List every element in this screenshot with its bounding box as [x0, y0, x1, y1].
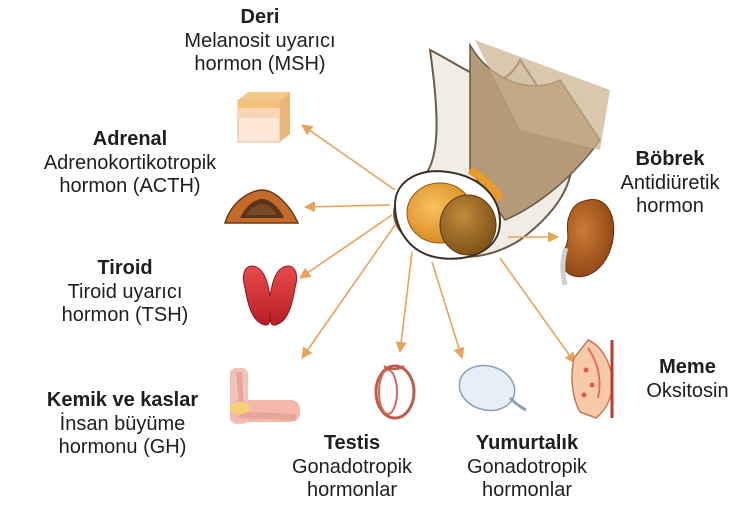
label-bone: Kemik ve kaslar İnsan büyüme hormonu (GH…	[10, 389, 235, 460]
thyroid-icon	[243, 266, 296, 325]
breast-icon	[572, 340, 612, 418]
hormone-bone-line-1: İnsan büyüme	[10, 413, 235, 437]
arrow-to-skin	[302, 125, 395, 190]
organ-name-thyroid: Tiroid	[10, 257, 240, 281]
hormone-bone-line-2: hormonu (GH)	[10, 436, 235, 460]
hormone-skin-line-2: hormon (MSH)	[140, 53, 380, 77]
hormone-testis-line-2: hormonlar	[262, 479, 442, 503]
arrow-to-thyroid	[300, 215, 392, 278]
organ-name-ovary: Yumurtalık	[437, 432, 617, 456]
hormone-adrenal-line-2: hormon (ACTH)	[0, 175, 260, 199]
organ-name-breast: Meme	[625, 356, 750, 380]
hormone-testis-line-1: Gonadotropik	[262, 456, 442, 480]
organ-name-skin: Deri	[140, 6, 380, 30]
label-skin: Deri Melanosit uyarıcı hormon (MSH)	[140, 6, 380, 77]
label-testis: Testis Gonadotropik hormonlar	[262, 432, 442, 503]
organ-name-bone: Kemik ve kaslar	[10, 389, 235, 413]
label-adrenal: Adrenal Adrenokortikotropik hormon (ACTH…	[0, 128, 260, 199]
organ-name-adrenal: Adrenal	[0, 128, 260, 152]
label-kidney: Böbrek Antidiüretik hormon	[600, 148, 740, 219]
hormone-ovary-line-1: Gonadotropik	[437, 456, 617, 480]
hormone-kidney-line-1: Antidiüretik	[600, 172, 740, 196]
hormone-breast-line-1: Oksitosin	[625, 380, 750, 404]
arrow-to-adrenal	[305, 205, 390, 207]
ovary-icon	[454, 360, 526, 417]
hormone-adrenal-line-1: Adrenokortikotropik	[0, 152, 260, 176]
organ-name-kidney: Böbrek	[600, 148, 740, 172]
hormone-thyroid-line-2: hormon (TSH)	[10, 304, 240, 328]
hormone-skin-line-1: Melanosit uyarıcı	[140, 30, 380, 54]
label-ovary: Yumurtalık Gonadotropik hormonlar	[437, 432, 617, 503]
label-breast: Meme Oksitosin	[625, 356, 750, 403]
bone-muscle-icon	[230, 368, 300, 424]
arrow-to-testis	[400, 252, 412, 352]
label-thyroid: Tiroid Tiroid uyarıcı hormon (TSH)	[10, 257, 240, 328]
arrow-to-ovary	[432, 262, 462, 358]
hormone-ovary-line-2: hormonlar	[437, 479, 617, 503]
organ-name-testis: Testis	[262, 432, 442, 456]
hormone-kidney-line-2: hormon	[600, 195, 740, 219]
hormone-thyroid-line-1: Tiroid uyarıcı	[10, 281, 240, 305]
testis-icon	[376, 366, 414, 418]
